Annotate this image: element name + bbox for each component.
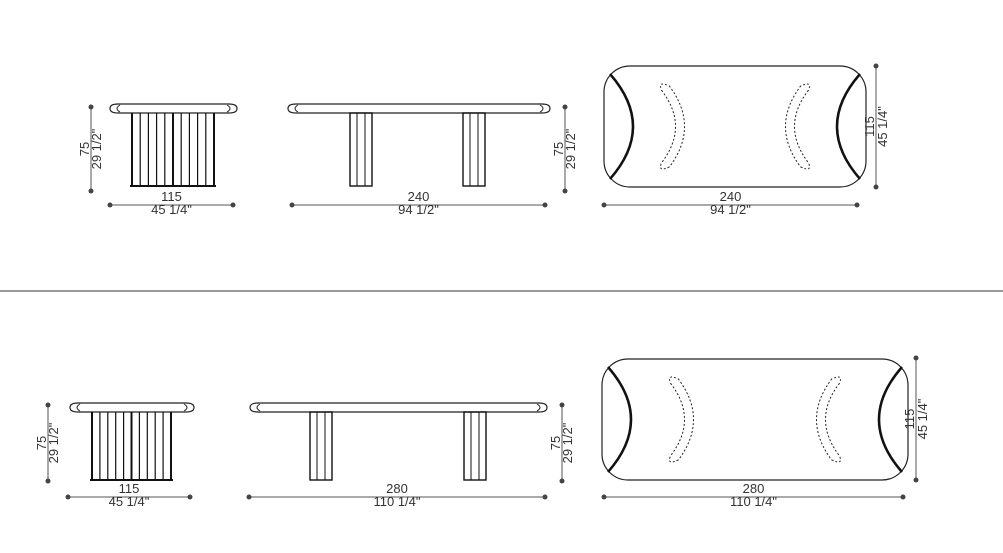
dimension-label-cm: 115 <box>161 189 182 204</box>
dimension-label-cm: 240 <box>720 189 742 204</box>
dimension-endpoint <box>562 104 568 110</box>
table-leg <box>349 112 373 187</box>
dimension-label-in: 29 1/2" <box>560 422 575 463</box>
dimension-endpoint <box>230 202 236 208</box>
leg-footprint-dashed <box>660 83 685 170</box>
edge-profile <box>294 104 544 113</box>
leg-footprint-dashed <box>669 376 694 463</box>
dimension-endpoint <box>107 202 113 208</box>
dimension-label-cm: 240 <box>408 189 430 204</box>
dimension-endpoint <box>562 188 568 194</box>
dimension-endpoint <box>601 494 607 500</box>
table-outline <box>601 358 909 481</box>
leg-footprint-dashed <box>816 376 841 463</box>
table-top <box>249 402 548 413</box>
dimension-label-in: 45 1/4" <box>915 398 930 439</box>
table-leg <box>463 411 487 481</box>
dimension-endpoint <box>873 184 879 190</box>
dimension-label-cm: 115 <box>902 409 917 430</box>
dimension-endpoint <box>542 202 548 208</box>
dimension-label-cm: 115 <box>862 116 877 137</box>
dimension-label-in: 45 1/4" <box>875 106 890 147</box>
end-arc <box>609 73 635 180</box>
dimension-endpoint <box>913 477 919 483</box>
dimension-label-cm: 115 <box>119 481 140 496</box>
dimension-label-in: 29 1/2" <box>563 128 578 169</box>
dimension-label-in: 45 1/4" <box>109 494 150 509</box>
top-view <box>603 65 867 188</box>
edge-profile <box>256 403 541 412</box>
dimension-label-in: 110 1/4" <box>730 494 777 509</box>
dimension-endpoint <box>559 402 565 408</box>
table-leg <box>309 411 333 481</box>
dimension-label-cm: 75 <box>77 142 92 156</box>
dimension-endpoint <box>187 494 193 500</box>
dimension-label-cm: 75 <box>34 436 49 450</box>
dimension-endpoint <box>854 202 860 208</box>
end-arc <box>835 73 861 180</box>
table-top <box>69 402 195 413</box>
dimension-endpoint <box>601 202 607 208</box>
table-top <box>109 103 238 114</box>
table-outline <box>603 65 867 188</box>
dimension-endpoint <box>542 494 548 500</box>
dimension-label-in: 94 1/2" <box>710 202 751 217</box>
end-arc <box>607 366 633 473</box>
dimension-label-cm: 280 <box>386 481 408 496</box>
dimension-endpoint <box>900 494 906 500</box>
dimension-label-cm: 280 <box>743 481 765 496</box>
table-leg <box>462 112 486 187</box>
leg-footprint-dashed <box>785 83 810 170</box>
dimension-label-in: 29 1/2" <box>89 128 104 169</box>
dimension-label-in: 45 1/4" <box>151 202 192 217</box>
dimension-label-in: 29 1/2" <box>46 422 61 463</box>
dimension-endpoint <box>289 202 295 208</box>
dimension-endpoint <box>45 478 51 484</box>
dimension-endpoint <box>45 402 51 408</box>
dimension-label-in: 110 1/4" <box>373 494 420 509</box>
table-top <box>287 103 551 114</box>
side-view <box>69 402 195 481</box>
dimension-endpoint <box>559 478 565 484</box>
dimension-label-in: 94 1/2" <box>398 202 439 217</box>
dimension-endpoint <box>873 63 879 69</box>
dimension-label-cm: 75 <box>548 436 563 450</box>
end-arc <box>877 366 903 473</box>
front-view <box>249 402 548 481</box>
dimension-label-cm: 75 <box>551 142 566 156</box>
dimension-endpoint <box>913 355 919 361</box>
front-view <box>287 103 551 187</box>
dimension-endpoint <box>88 104 94 110</box>
edge-profile <box>116 104 231 113</box>
edge-profile <box>76 403 188 412</box>
dimension-endpoint <box>65 494 71 500</box>
dimension-endpoint <box>246 494 252 500</box>
top-view <box>601 358 909 481</box>
dimension-endpoint <box>88 188 94 194</box>
side-view <box>109 103 238 187</box>
